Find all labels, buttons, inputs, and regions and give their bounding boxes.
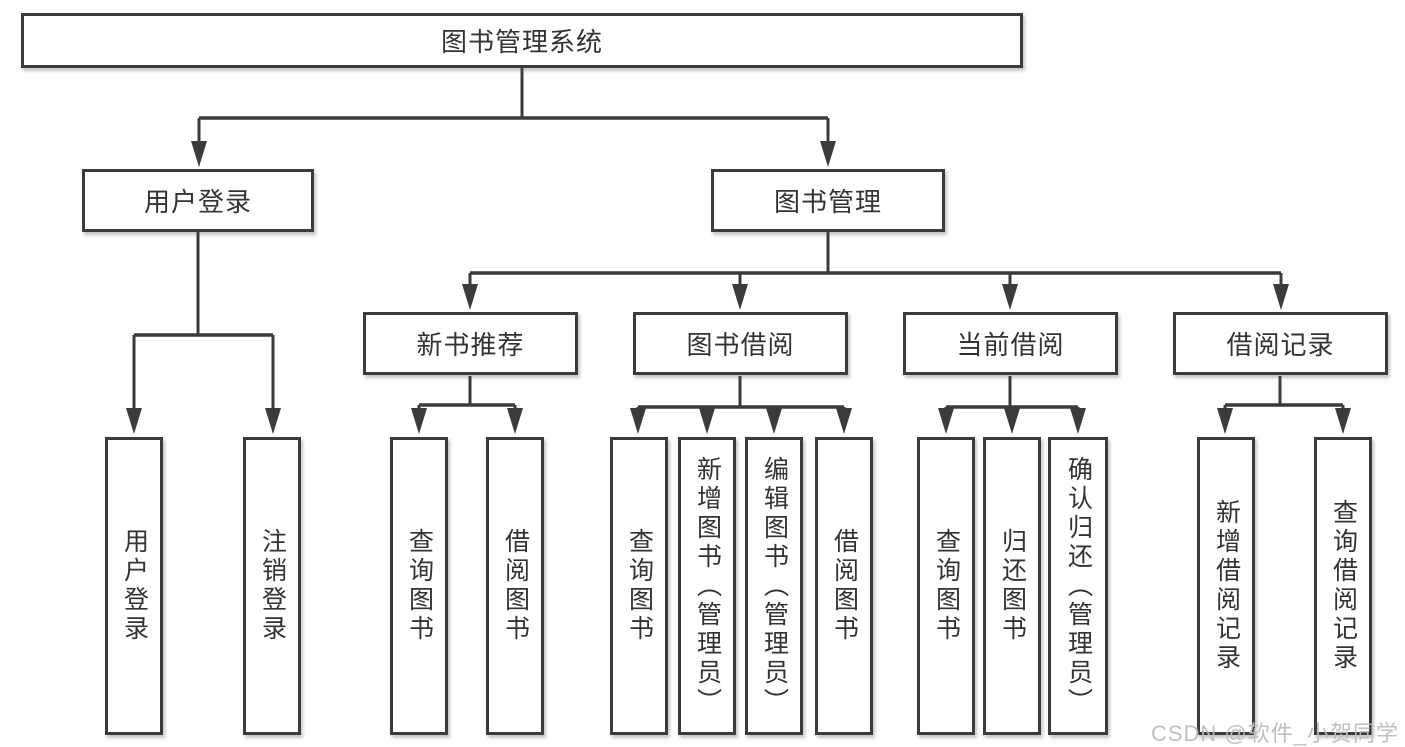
node-current-borrowing: 当前借阅	[903, 312, 1118, 375]
node-label: 查询借阅记录	[1329, 499, 1358, 673]
node-label: 查询图书	[932, 528, 961, 644]
node-label: 归还图书	[998, 528, 1027, 644]
node-label: 查询图书	[405, 528, 434, 644]
leaf-logout: 注销登录	[243, 437, 301, 735]
node-label: 注销登录	[258, 528, 287, 644]
node-book-management: 图书管理	[711, 169, 945, 232]
connector-user-login-to-leaves	[126, 232, 281, 434]
leaf-return-books: 归还图书	[983, 437, 1041, 735]
connector-new-book-to-leaves	[411, 376, 523, 434]
node-label: 图书管理系统	[440, 27, 603, 57]
connector-current-borrow-to-leaves	[938, 376, 1086, 434]
node-label: 新增借阅记录	[1212, 499, 1241, 673]
connector-borrow-record-to-leaves	[1217, 376, 1351, 434]
connector-book-management-to-level2	[462, 232, 1289, 310]
node-label: 编辑图书（管理员）	[760, 455, 789, 717]
node-label: 用户登录	[120, 528, 149, 644]
leaf-add-borrow-record: 新增借阅记录	[1197, 437, 1255, 735]
leaf-query-borrow-record: 查询借阅记录	[1314, 437, 1372, 735]
node-borrowing-records: 借阅记录	[1173, 312, 1388, 375]
csdn-watermark: CSDN @软件_小贺同学	[1150, 721, 1399, 746]
leaf-borrow-books: 借阅图书	[486, 437, 544, 735]
node-new-book-recommendation: 新书推荐	[363, 312, 578, 375]
leaf-query-books: 查询图书	[610, 437, 668, 735]
leaf-confirm-return-admin: 确认归还（管理员）	[1048, 437, 1108, 735]
leaf-query-books: 查询图书	[917, 437, 975, 735]
node-label: 借阅图书	[830, 528, 859, 644]
leaf-borrow-books: 借阅图书	[815, 437, 873, 735]
node-label: 查询图书	[625, 528, 654, 644]
connector-root-to-level1	[191, 68, 836, 167]
node-label: 当前借阅	[956, 330, 1065, 360]
connector-book-borrow-to-leaves	[630, 376, 852, 434]
leaf-add-books-admin: 新增图书（管理员）	[678, 437, 736, 735]
node-user-login: 用户登录	[82, 169, 314, 232]
node-label: 图书借阅	[686, 330, 795, 360]
leaf-query-books: 查询图书	[390, 437, 448, 735]
node-label: 确认归还（管理员）	[1064, 455, 1093, 717]
node-label: 借阅图书	[501, 528, 530, 644]
node-label: 图书管理	[773, 187, 882, 217]
node-label: 新增图书（管理员）	[693, 455, 722, 717]
leaf-user-login: 用户登录	[105, 437, 163, 735]
node-library-management-system: 图书管理系统	[21, 13, 1023, 68]
node-label: 新书推荐	[416, 330, 525, 360]
node-label: 用户登录	[143, 187, 252, 217]
node-label: 借阅记录	[1226, 330, 1335, 360]
leaf-edit-books-admin: 编辑图书（管理员）	[745, 437, 803, 735]
node-book-borrowing: 图书借阅	[633, 312, 848, 375]
